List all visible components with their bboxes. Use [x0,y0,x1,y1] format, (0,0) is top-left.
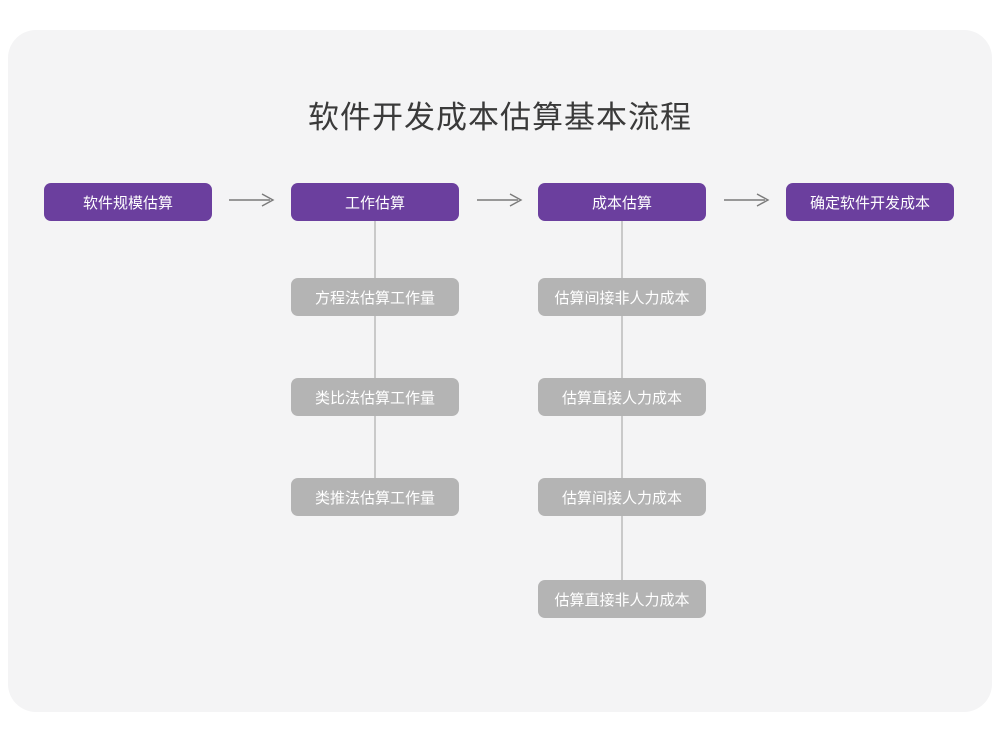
flow-node-determine-development-cost[interactable]: 确定软件开发成本 [786,183,954,221]
connector-cost-1 [621,221,623,278]
connector-work-3 [374,416,376,478]
connector-work-2 [374,316,376,378]
branch-node-direct-nonlabor-cost[interactable]: 估算直接非人力成本 [538,580,706,618]
flow-node-cost-estimation[interactable]: 成本估算 [538,183,706,221]
connector-cost-4 [621,516,623,580]
connector-cost-3 [621,416,623,478]
branch-node-analogue-method-effort[interactable]: 类推法估算工作量 [291,478,459,516]
flow-node-software-scale-estimation[interactable]: 软件规模估算 [44,183,212,221]
connector-cost-2 [621,316,623,378]
branch-node-analogy-method-effort[interactable]: 类比法估算工作量 [291,378,459,416]
flow-arrow-3 [723,190,773,210]
page-title: 软件开发成本估算基本流程 [308,100,692,135]
flow-arrow-2 [476,190,526,210]
branch-node-indirect-nonlabor-cost[interactable]: 估算间接非人力成本 [538,278,706,316]
diagram-card [8,30,992,712]
flow-arrow-1 [228,190,278,210]
branch-node-indirect-labor-cost[interactable]: 估算间接人力成本 [538,478,706,516]
flow-node-work-estimation[interactable]: 工作估算 [291,183,459,221]
branch-node-equation-method-effort[interactable]: 方程法估算工作量 [291,278,459,316]
connector-work-1 [374,221,376,278]
branch-node-direct-labor-cost[interactable]: 估算直接人力成本 [538,378,706,416]
